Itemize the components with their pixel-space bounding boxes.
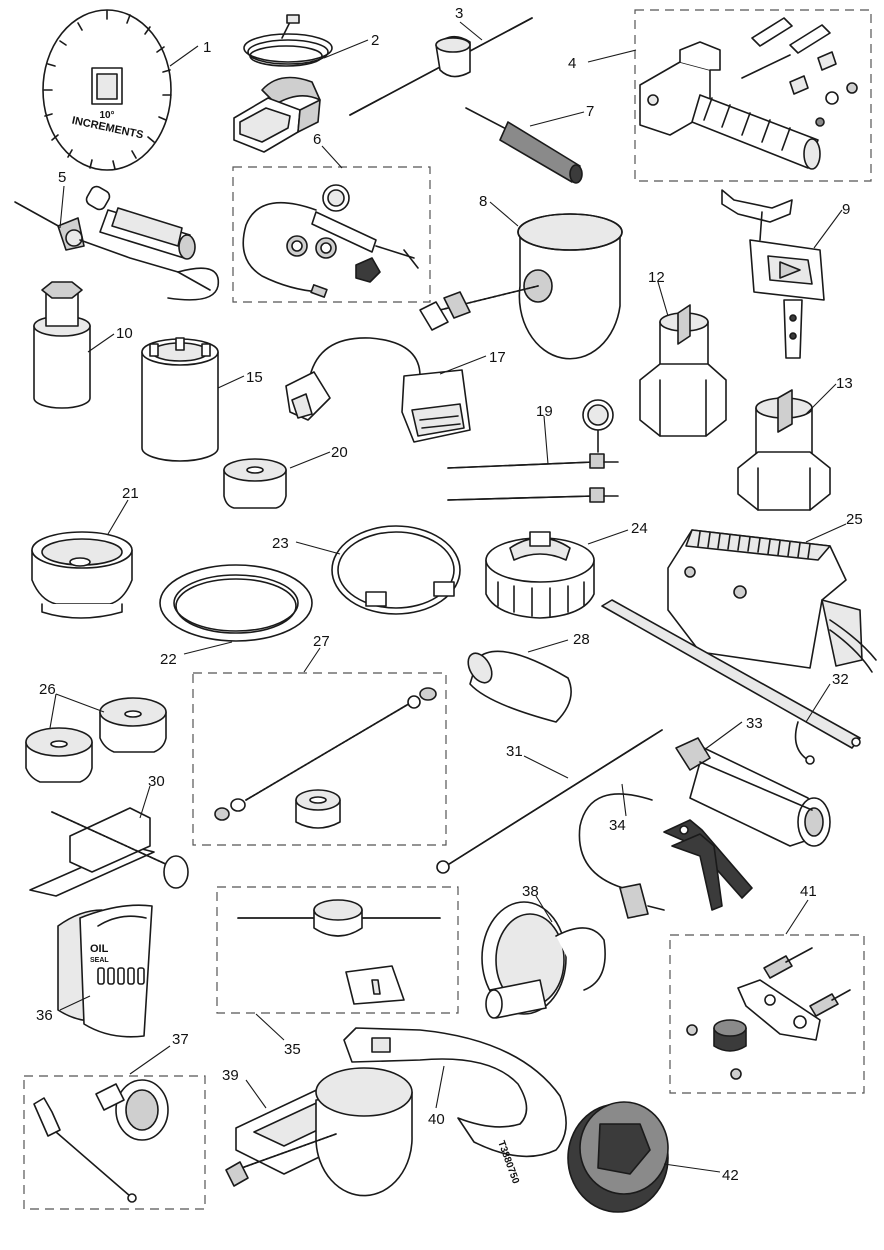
part-32-hook-bar xyxy=(601,599,861,765)
part-4-kit xyxy=(639,17,858,170)
part-15-castellated-socket xyxy=(141,337,219,462)
leader-lines xyxy=(49,21,847,1173)
part-34-pliers xyxy=(578,793,753,919)
part-31-bar xyxy=(436,729,663,874)
part-21-cup xyxy=(31,531,133,619)
part-5-syringe xyxy=(14,185,220,301)
part-3-t-bar xyxy=(349,17,533,116)
part-36-oil-seal-tool: OIL SEAL xyxy=(57,904,153,1038)
part-7-punch xyxy=(465,107,583,184)
callout-42: 42 xyxy=(722,1167,739,1184)
part-38-installer xyxy=(481,901,606,1019)
callout-10: 10 xyxy=(116,325,133,342)
part-37-tool-kit xyxy=(33,1079,169,1203)
callout-19: 19 xyxy=(536,403,553,420)
callout-1: 1 xyxy=(203,39,211,56)
part-8-puller xyxy=(419,213,623,360)
part-27-rod-kit xyxy=(214,687,437,829)
group-box-6 xyxy=(232,166,431,303)
callout-34: 34 xyxy=(609,817,626,834)
callout-2: 2 xyxy=(371,32,379,49)
part-24-filter-wrench xyxy=(485,531,595,619)
part-19-pressure-gauge xyxy=(447,399,619,503)
group-box-35 xyxy=(216,886,459,1014)
group-box-4 xyxy=(634,9,872,182)
part-2-diagnostic-lead xyxy=(233,14,333,153)
callout-21: 21 xyxy=(122,485,139,502)
part-17-adapter-lead xyxy=(285,337,471,443)
callout-25: 25 xyxy=(846,511,863,528)
dial-degrees-text: 10° xyxy=(99,110,114,121)
callout-6: 6 xyxy=(313,131,321,148)
callout-8: 8 xyxy=(479,193,487,210)
part-33-filter-housing xyxy=(675,737,831,847)
callout-28: 28 xyxy=(573,631,590,648)
callout-7: 7 xyxy=(586,103,594,120)
part-9-clamp xyxy=(721,189,825,359)
group-box-37 xyxy=(23,1075,206,1210)
part-25-charger xyxy=(667,529,877,673)
part-26-drift-pair xyxy=(25,697,167,783)
part-10-socket xyxy=(33,281,91,409)
callout-40: 40 xyxy=(428,1111,445,1128)
part-28-sleeve xyxy=(467,650,572,723)
part-35-die-holder xyxy=(237,899,441,1005)
callout-3: 3 xyxy=(455,5,463,22)
part-23-lead xyxy=(331,525,461,615)
callout-labels: 1 2 3 4 5 6 7 8 9 10 12 13 15 17 19 20 2… xyxy=(36,5,863,1184)
part-30-press xyxy=(29,807,189,897)
oil-seal-seal-text: SEAL xyxy=(90,957,109,964)
callout-35: 35 xyxy=(284,1041,301,1058)
callout-31: 31 xyxy=(506,743,523,760)
part-41-bracket-kit xyxy=(686,947,851,1080)
callout-12: 12 xyxy=(648,269,665,286)
callout-33: 33 xyxy=(746,715,763,732)
callout-23: 23 xyxy=(272,535,289,552)
callout-36: 36 xyxy=(36,1007,53,1024)
callout-41: 41 xyxy=(800,883,817,900)
callout-32: 32 xyxy=(832,671,849,688)
callout-30: 30 xyxy=(148,773,165,790)
part-22-ring xyxy=(159,564,313,642)
callout-22: 22 xyxy=(160,651,177,668)
part-42-knurled-cap xyxy=(567,1101,669,1213)
callout-24: 24 xyxy=(631,520,648,537)
part-39-puller-frame xyxy=(225,1067,413,1197)
callout-26: 26 xyxy=(39,681,56,698)
callout-5: 5 xyxy=(58,169,66,186)
callout-37: 37 xyxy=(172,1031,189,1048)
oil-seal-oil-text: OIL xyxy=(90,943,109,955)
part-1-timing-disc: 10° INCREMENTS xyxy=(42,9,172,171)
callout-4: 4 xyxy=(568,55,576,72)
group-box-27 xyxy=(192,672,447,846)
part-20-drift xyxy=(223,458,287,509)
part-13-hex-driver xyxy=(737,389,831,511)
part-12-hex-driver xyxy=(639,304,727,437)
callout-17: 17 xyxy=(489,349,506,366)
callout-15: 15 xyxy=(246,369,263,386)
callout-39: 39 xyxy=(222,1067,239,1084)
callout-9: 9 xyxy=(842,201,850,218)
callout-13: 13 xyxy=(836,375,853,392)
callout-27: 27 xyxy=(313,633,330,650)
part-6-compression-tester xyxy=(242,184,419,298)
callout-38: 38 xyxy=(522,883,539,900)
group-box-41 xyxy=(669,934,865,1094)
callout-20: 20 xyxy=(331,444,348,461)
